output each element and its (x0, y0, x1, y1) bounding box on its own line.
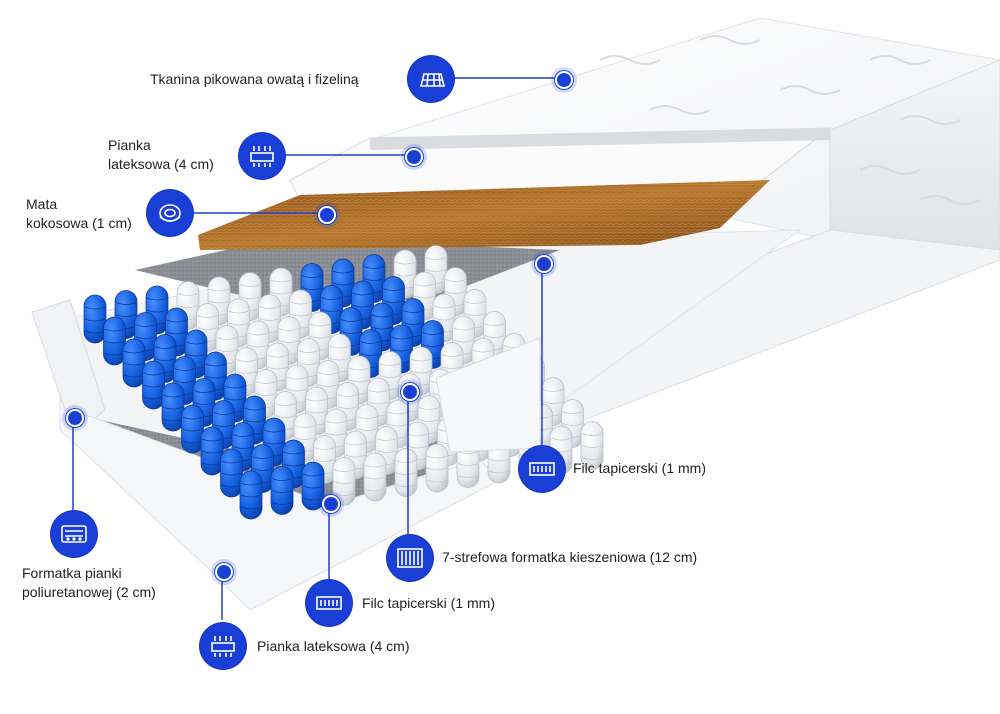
label-latex-top-line1: Pianka (108, 137, 151, 153)
pu-foam-icon (51, 511, 97, 557)
latex-bottom-marker (215, 563, 233, 581)
label-latex-top-line2: lateksowa (4 cm) (108, 156, 214, 172)
quilted-fabric-icon (408, 56, 454, 102)
blue-pocket-spring (103, 316, 126, 366)
label-pu-foam-line1: Formatka pianki (22, 565, 122, 581)
blue-pocket-spring (142, 360, 165, 410)
label-latex-bottom: Pianka lateksowa (4 cm) (257, 638, 410, 654)
label-coconut: Mata kokosowa (1 cm) (26, 195, 132, 233)
blue-pocket-spring (270, 466, 294, 515)
blue-pocket-spring (83, 294, 107, 344)
felt-right-marker (535, 255, 553, 273)
blue-pocket-spring (122, 338, 146, 388)
blue-pocket-spring (220, 448, 243, 498)
label-top-fabric: Tkanina pikowana owatą i fizeliną (150, 71, 359, 87)
blue-pocket-spring (301, 461, 325, 511)
coconut-fiber-icon (147, 190, 193, 236)
felt-bottom-marker (322, 495, 340, 513)
coconut-marker (318, 206, 336, 224)
blue-pocket-spring (181, 404, 204, 454)
label-pu-foam-line2: poliuretanowej (2 cm) (22, 584, 156, 600)
label-coconut-line2: kokosowa (1 cm) (26, 215, 132, 231)
label-pu-foam: Formatka pianki poliuretanowej (2 cm) (22, 564, 156, 602)
blue-pocket-spring (239, 470, 263, 520)
felt-icon (519, 446, 565, 492)
pocket-springs-icon (387, 535, 433, 581)
white-pocket-spring (332, 457, 356, 506)
latex-foam-icon (200, 623, 246, 669)
pu-foam-marker (66, 409, 84, 427)
latex-top-marker (405, 148, 423, 166)
latex-foam-icon (239, 133, 285, 179)
blue-pocket-spring (161, 382, 185, 432)
blue-pocket-spring (200, 426, 224, 476)
label-coconut-line1: Mata (26, 196, 58, 212)
fabric-marker (555, 71, 573, 89)
label-pocket-springs: 7-strefowa formatka kieszeniowa (12 cm) (442, 549, 698, 565)
white-pocket-spring (363, 452, 387, 502)
label-felt-bottom: Filc tapicerski (1 mm) (362, 595, 496, 611)
springs-marker (401, 383, 419, 401)
white-pocket-spring (394, 448, 418, 497)
label-latex-top: Pianka lateksowa (4 cm) (108, 136, 214, 174)
label-felt-right: Filc tapicerski (1 mm) (573, 460, 707, 476)
white-pocket-spring (425, 443, 449, 493)
white-pocket-spring (580, 421, 604, 470)
felt-icon (306, 580, 352, 626)
